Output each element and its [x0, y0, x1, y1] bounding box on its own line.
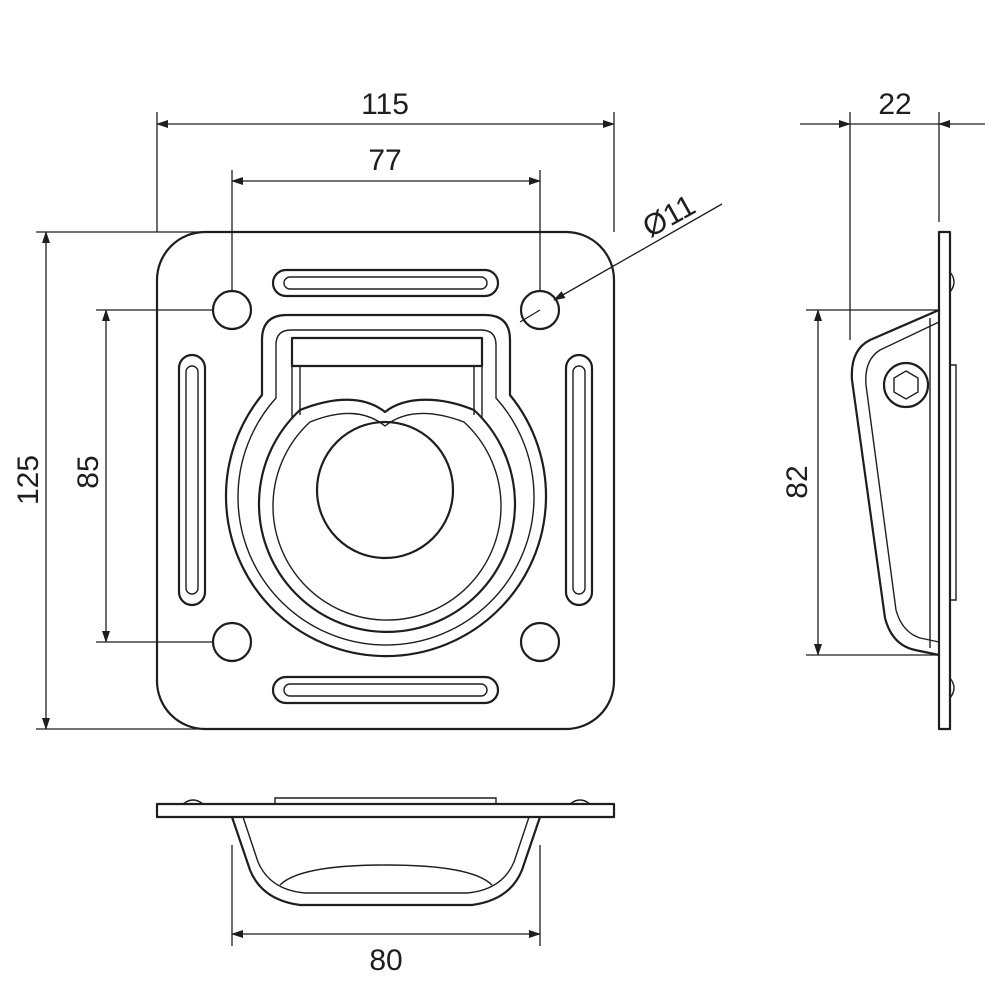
dimension-overall-height: 125: [12, 231, 200, 730]
slot-bottom: [271, 675, 500, 705]
bottom-view: [155, 797, 616, 907]
dimension-label-77: 77: [368, 144, 401, 177]
slot-right: [564, 353, 594, 607]
dimension-label-125: 125: [12, 455, 45, 505]
dimension-label-85: 85: [72, 455, 105, 488]
mounting-hole-bottom-right: [519, 621, 561, 663]
dimension-side-depth: 22: [800, 88, 985, 340]
front-view: [155, 230, 616, 731]
dimension-hole-diameter: Ø11: [519, 189, 723, 323]
dimension-label-22: 22: [878, 88, 911, 121]
base-plate-outline: [155, 230, 616, 731]
slot-left: [177, 353, 207, 607]
side-plate: [937, 230, 952, 731]
dimension-label-82: 82: [781, 465, 814, 498]
dimension-overall-width: 115: [156, 88, 615, 232]
dimension-label-115: 115: [361, 88, 409, 121]
mounting-hole-bottom-left: [211, 621, 253, 663]
recess-pan-inner: [237, 329, 535, 646]
ring-hinge: [290, 336, 484, 418]
folded-ring: [257, 398, 517, 633]
mounting-hole-top-left: [211, 289, 253, 331]
bottom-plate: [155, 802, 616, 819]
dimension-label-diameter: Ø11: [637, 189, 701, 244]
side-pan-profile: [850, 308, 941, 657]
side-view: [850, 230, 957, 731]
dimension-hole-spacing-x: 77: [231, 144, 541, 291]
dimension-side-height: 82: [781, 309, 939, 656]
dimension-hole-spacing-y: 85: [72, 309, 213, 643]
dimension-label-80: 80: [369, 944, 402, 977]
slot-top: [271, 268, 500, 298]
hex-bolt-icon: [882, 361, 930, 409]
ring-center-boss: [315, 420, 455, 560]
recess-pan-outline: [224, 313, 548, 658]
dimension-bottom-width: 80: [231, 845, 541, 977]
bottom-pan-profile: [230, 815, 542, 907]
